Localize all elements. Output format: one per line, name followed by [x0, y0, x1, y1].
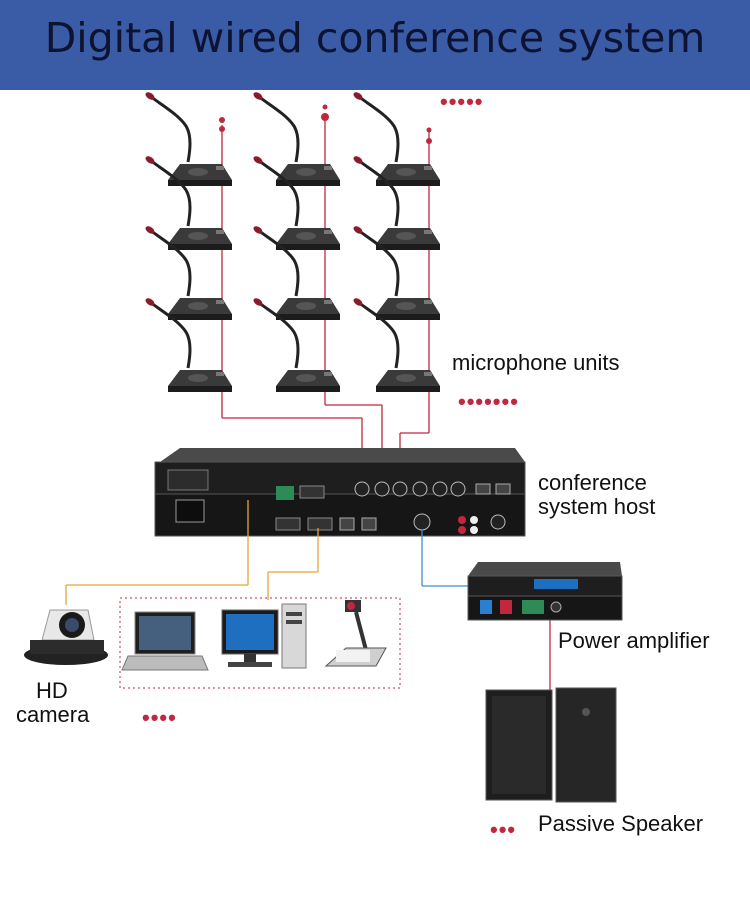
power-amplifier-device	[467, 562, 623, 621]
video-cable-lines	[65, 500, 319, 605]
ellipsis-mics: •••••••	[458, 389, 519, 414]
title-banner: Digital wired conference system	[0, 0, 750, 90]
devices-dashed-box	[119, 597, 401, 689]
microphone-units	[142, 89, 442, 394]
hd-camera-label-line2: camera	[16, 702, 90, 727]
page-title: Digital wired conference system	[44, 14, 706, 62]
ellipsis-speaker: •••	[490, 817, 517, 842]
passive-speaker-label: Passive Speaker	[538, 811, 704, 836]
hd-camera-device	[24, 609, 108, 665]
conference-host-device	[154, 448, 526, 537]
mic-cable-markers	[219, 104, 432, 144]
document-camera-device	[324, 600, 387, 667]
conference-host-label-line2: system host	[538, 494, 656, 519]
microphone-units-label: microphone units	[452, 350, 620, 375]
ellipsis-devices: ••••	[142, 705, 177, 730]
power-amplifier-label: Power amplifier	[558, 628, 710, 653]
laptop-device	[121, 611, 209, 671]
passive-speaker-devices	[485, 687, 617, 803]
desktop-pc-device	[221, 603, 307, 669]
hd-camera-label-line1: HD	[36, 678, 68, 703]
audio-cable-line	[421, 530, 470, 587]
ellipsis-top: •••••	[440, 89, 484, 114]
conference-host-label-line1: conference	[538, 470, 647, 495]
